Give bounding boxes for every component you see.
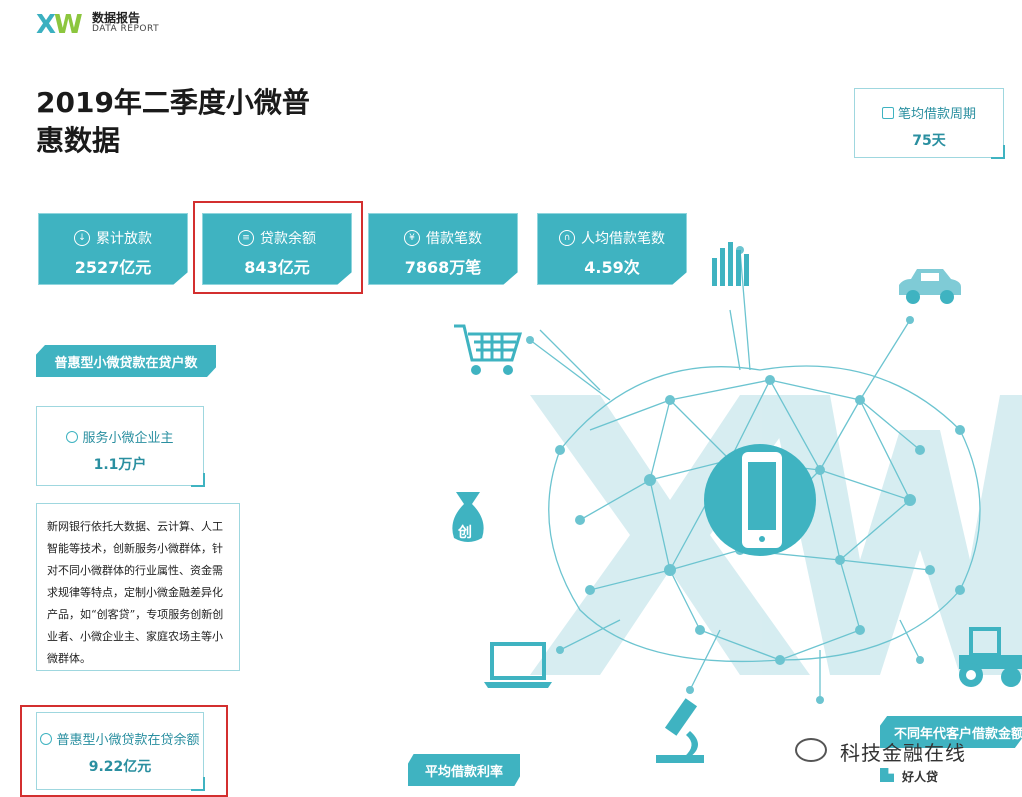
logo-title-en: DATA REPORT — [92, 24, 160, 34]
shopping-cart-icon — [454, 324, 523, 375]
stat-card-per-person: ∩ 人均借款笔数 4.59次 — [537, 213, 687, 285]
users-icon: ∩ — [559, 230, 575, 246]
service-label: 服务小微企业主 — [82, 431, 174, 446]
cycle-card: 笔均借款周期 75天 — [854, 88, 1005, 159]
yuan-icon: ¥ — [404, 230, 420, 246]
right-banner: 不同年代客户借款金额 — [880, 716, 1022, 748]
laptop-icon — [484, 642, 552, 688]
stat-label: 累计放款 — [96, 231, 152, 247]
watermark-text: 科技金融在线 — [840, 741, 966, 765]
stat-value: 7868万笔 — [404, 258, 482, 277]
microscope-icon — [656, 698, 704, 763]
stat-card-count: ¥ 借款笔数 7868万笔 — [368, 213, 518, 285]
yuan-icon — [40, 732, 53, 745]
cycle-label: 笔均借款周期 — [897, 107, 976, 122]
calendar-icon — [881, 106, 894, 119]
rate-pill: 平均借款利率 — [408, 754, 520, 786]
brain-network-illustration — [526, 246, 1022, 704]
stat-label: 贷款余额 — [260, 231, 316, 247]
stat-label: 人均借款笔数 — [581, 231, 665, 247]
section-pill-households: 普惠型小微贷款在贷户数 — [36, 345, 216, 377]
money-bag-label: 创 — [458, 525, 472, 541]
tractor-icon — [959, 627, 1022, 687]
car-icon — [899, 269, 961, 304]
data-bars-icon — [712, 242, 749, 286]
balance-value: 9.22亿元 — [88, 759, 152, 775]
highlight-box-balance — [193, 201, 363, 294]
description-text: 新网银行依托大数据、云计算、人工智能等技术，创新服务小微群体，针对不同小微群体的… — [36, 503, 240, 671]
service-value: 1.1万户 — [93, 457, 147, 473]
stat-card-balance: ≡ 贷款余额 843亿元 — [202, 213, 352, 285]
coins-icon: ≡ — [238, 230, 254, 246]
stat-label: 借款笔数 — [426, 231, 482, 247]
cycle-value: 75天 — [912, 133, 946, 149]
balance-card: 普惠型小微贷款在贷余额 9.22亿元 — [36, 712, 205, 791]
download-icon: ↓ — [74, 230, 90, 246]
balance-label: 普惠型小微贷款在贷余额 — [56, 733, 200, 748]
highlight-box-loan-balance — [20, 705, 228, 797]
stat-value: 4.59次 — [584, 258, 640, 277]
money-bag-icon — [452, 492, 484, 542]
page-title: 2019年二季度小微普惠数据 — [36, 86, 310, 157]
stat-card-cumulative: ↓ 累计放款 2527亿元 — [38, 213, 188, 285]
stat-value: 2527亿元 — [74, 258, 152, 277]
stat-value: 843亿元 — [244, 258, 310, 277]
brand-logo-icon — [880, 768, 894, 782]
logo-title-cn: 数据报告 — [92, 11, 141, 25]
wechat-icon — [795, 738, 827, 762]
xw-logo: XW — [36, 10, 83, 40]
person-icon — [66, 430, 79, 443]
brand-name: 好人贷 — [902, 770, 939, 784]
service-card: 服务小微企业主 1.1万户 — [36, 406, 205, 487]
